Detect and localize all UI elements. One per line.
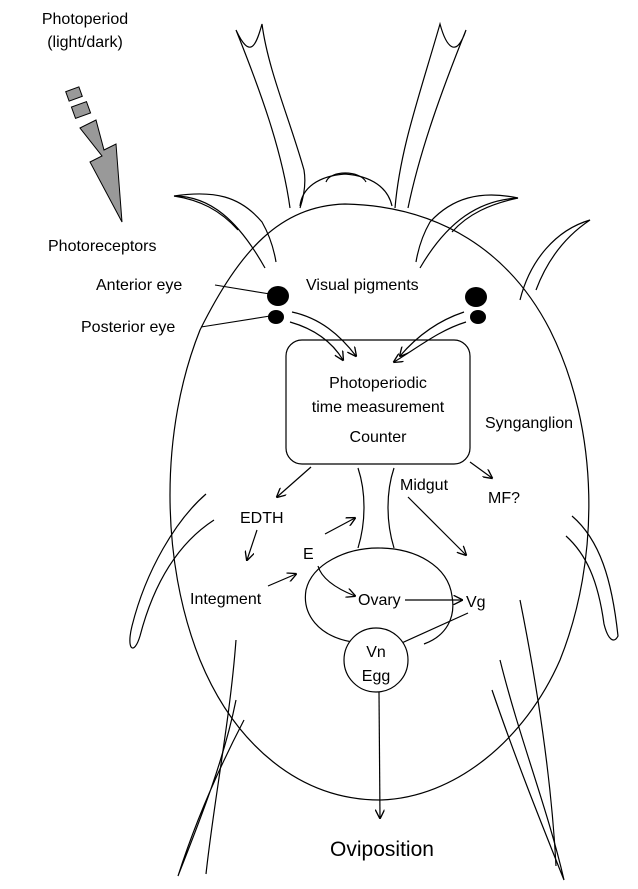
oviposition-label: Oviposition — [330, 838, 434, 861]
midgut-right-wall — [388, 468, 394, 548]
counter-label: Counter — [350, 429, 408, 446]
leg-lower-left — [178, 700, 244, 876]
ptm-line2: time measurement — [312, 399, 445, 416]
photoperiod-label: Photoperiod — [42, 11, 128, 28]
front-appendage-left — [236, 24, 305, 208]
mf-label: MF? — [488, 490, 520, 507]
egg-label: Egg — [362, 668, 390, 685]
ovary-label: Ovary — [358, 592, 401, 609]
posterior-eye-right — [470, 310, 486, 324]
arrow-e-midgut — [325, 518, 355, 534]
arrow-edth-integment — [247, 530, 257, 560]
anterior-eye-right — [465, 287, 487, 307]
leg-middle-left — [130, 494, 214, 648]
midgut-left-wall — [358, 468, 364, 548]
mite-gnathosoma — [300, 174, 392, 206]
edth-label: EDTH — [240, 510, 284, 527]
arrow-integment-e — [268, 574, 296, 586]
vg-label: Vg — [466, 594, 486, 611]
arrow-midgut-vg — [408, 497, 466, 555]
midgut-label: Midgut — [400, 477, 449, 494]
leg-upper-left — [174, 194, 276, 268]
posterior-eye-pointer — [201, 316, 270, 327]
vn-label: Vn — [366, 644, 386, 661]
arrow-box-edth — [277, 467, 311, 497]
visual-pigments-label: Visual pigments — [306, 277, 419, 294]
ptm-line1: Photoperiodic — [329, 375, 427, 392]
photoperiod-arrow — [66, 87, 122, 222]
eye-right — [465, 287, 487, 324]
synganglion-label: Synganglion — [485, 415, 573, 432]
leg-upper-right-2 — [520, 220, 590, 300]
arrow-e-ovary — [318, 566, 355, 596]
eye-left — [267, 286, 289, 324]
leg-middle-right — [566, 516, 618, 640]
mite-outline — [130, 24, 618, 880]
posterior-eye-label: Posterior eye — [81, 319, 175, 336]
anterior-eye-pointer — [215, 285, 270, 294]
anterior-eye-left — [267, 286, 289, 306]
integment-label: Integment — [190, 591, 262, 608]
e-label: E — [303, 546, 314, 563]
front-appendage-right — [395, 24, 466, 208]
light-dark-label: (light/dark) — [47, 34, 123, 51]
photoreceptors-label: Photoreceptors — [48, 238, 157, 255]
arrow-box-mf — [470, 462, 492, 478]
leg-upper-right — [416, 195, 518, 268]
posterior-eye-left — [268, 310, 284, 324]
anterior-eye-label: Anterior eye — [96, 277, 182, 294]
arrow-egg-oviposition — [379, 692, 380, 818]
leg-lower-right — [492, 660, 564, 880]
